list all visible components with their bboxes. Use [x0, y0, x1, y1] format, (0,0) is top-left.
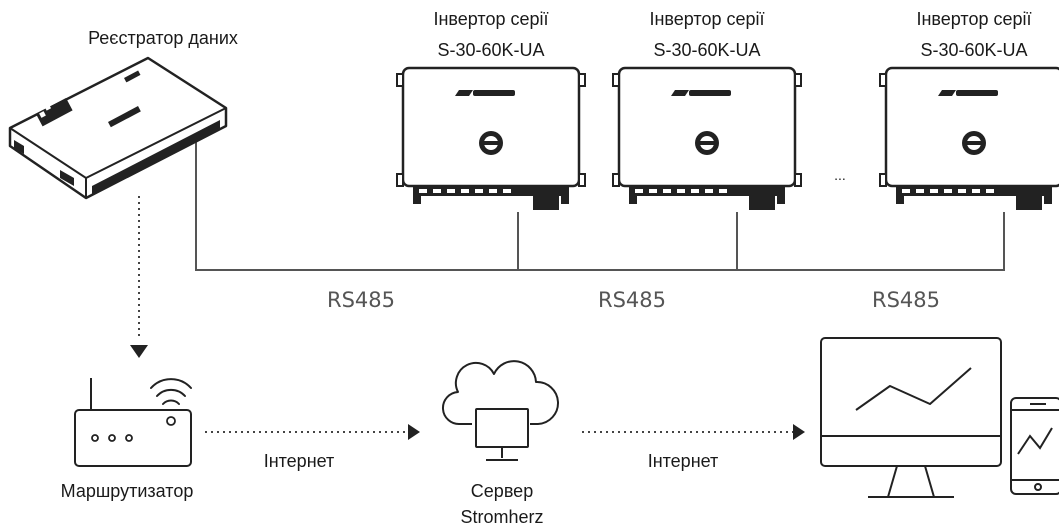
rs485-bus: [195, 130, 1005, 271]
router-device: [74, 378, 192, 467]
monitor-icon: [820, 337, 1002, 498]
inverter-1-title-line2: S-30-60K-UA: [437, 40, 544, 60]
inverter-3-title-line2: S-30-60K-UA: [920, 40, 1027, 60]
datalogger-device: [8, 56, 228, 200]
internet-label-1: Інтернет: [264, 451, 335, 471]
cloud-server-icon: [442, 360, 559, 461]
rs485-label-3: RS485: [872, 288, 940, 312]
server-monitor-link: [582, 424, 805, 440]
arrow-right-icon: [793, 424, 805, 440]
datalogger-router-link: [130, 196, 148, 358]
server-label-line1: Сервер: [471, 481, 533, 501]
inverter-1-title-line1: Інвертор серії: [433, 9, 548, 29]
inverter-2-title-line1: Інвертор серії: [649, 9, 764, 29]
inverter-2: [611, 66, 803, 212]
inverter-3: [878, 66, 1059, 212]
inverter-3-title-line1: Інвертор серії: [916, 9, 1031, 29]
phone-icon: [1010, 397, 1059, 495]
rs485-label-2: RS485: [598, 288, 666, 312]
arrow-down-icon: [130, 345, 148, 358]
server-label-line2: Stromherz: [460, 507, 543, 527]
arrow-right-icon: [408, 424, 420, 440]
inverter-gap-ellipsis: ...: [834, 167, 846, 183]
rs485-label-1: RS485: [327, 288, 395, 312]
wifi-icon: [150, 378, 192, 405]
datalogger-label: Реєстратор даних: [88, 28, 238, 48]
internet-label-2: Інтернет: [648, 451, 719, 471]
router-server-link: [205, 424, 420, 440]
inverter-1: [395, 66, 587, 212]
router-label: Маршрутизатор: [61, 481, 194, 501]
inverter-2-title-line2: S-30-60K-UA: [653, 40, 760, 60]
